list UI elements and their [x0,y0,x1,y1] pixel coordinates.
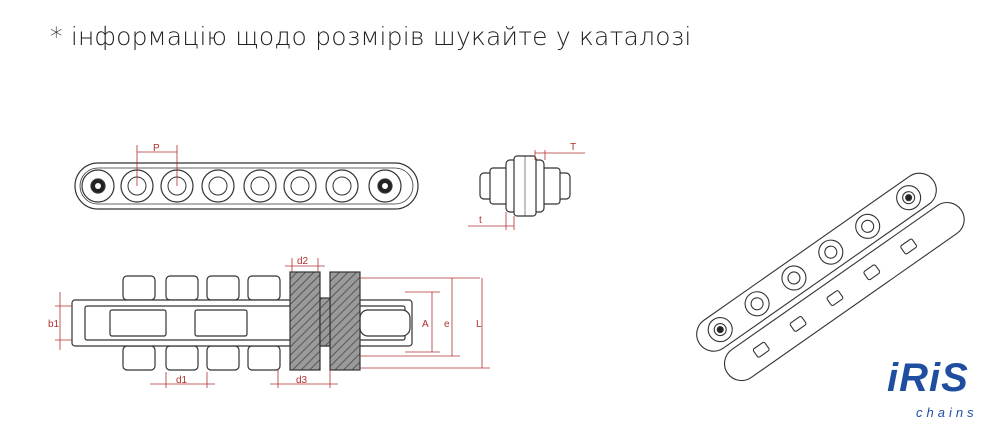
length-label: L [476,319,482,330]
dim-a-label: A [422,319,429,330]
roller-dia-label: d1 [176,375,188,386]
dim-e-label: e [444,319,450,330]
chain-isometric-view [696,172,965,382]
plate-thickness-label: T [570,142,576,153]
bush-dia-label: d3 [296,375,308,386]
brand-logo-subtitle: chains [916,405,978,420]
catalog-note: * інформацію щодо розмірів шукайте у кат… [50,22,692,51]
chain-end-view [468,150,585,230]
chain-top-view [55,258,490,388]
thickness-small-label: t [479,215,482,226]
pin-dia-label: d2 [297,256,309,267]
inner-width-label: b1 [48,319,60,330]
chain-side-view [74,145,419,210]
pitch-label: P [153,143,160,154]
brand-logo: iRiS [887,356,969,400]
